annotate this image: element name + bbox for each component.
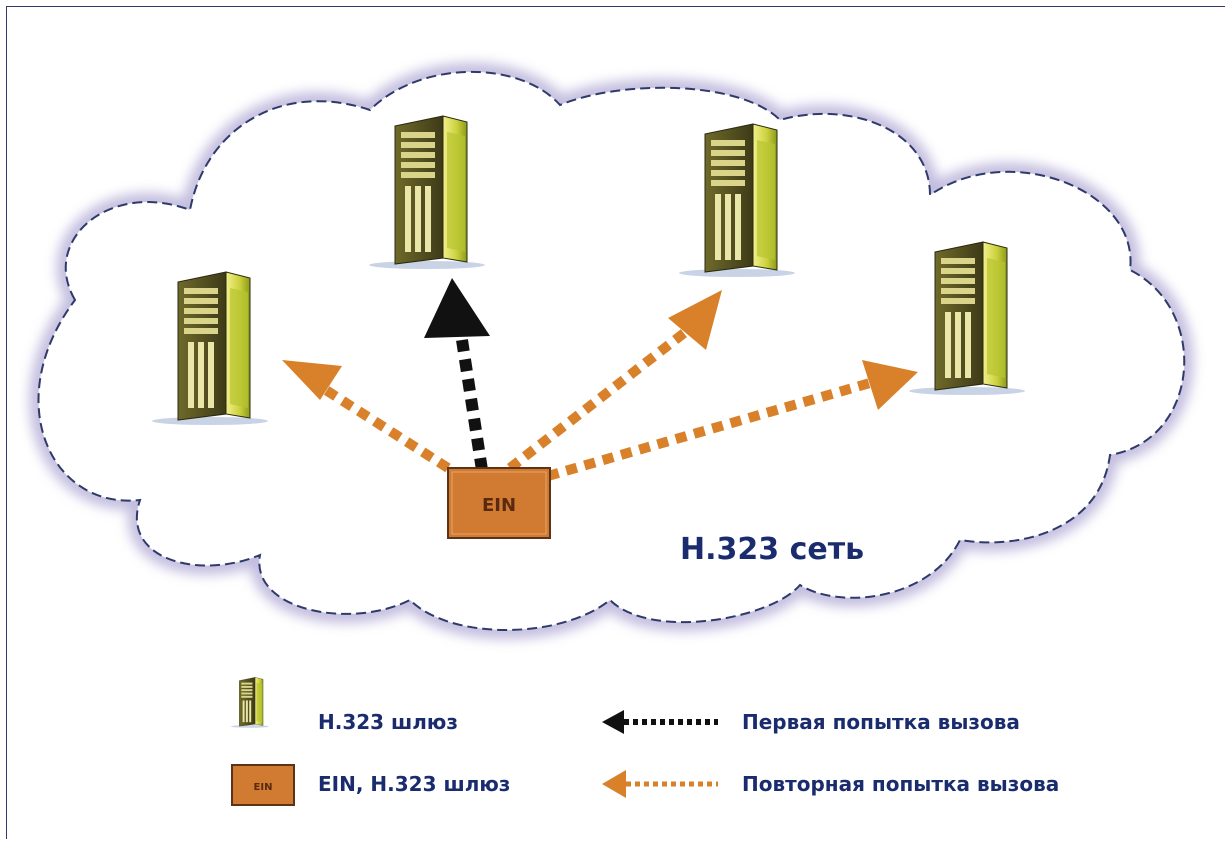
legend-gateway-label: H.323 шлюз (318, 710, 458, 734)
legend-ein-icon: EIN (231, 764, 295, 806)
first-attempt-arrow (424, 278, 490, 471)
retry-arrow-left (282, 360, 451, 473)
ein-box: EIN (447, 467, 551, 539)
ein-box-label: EIN (482, 495, 516, 516)
legend-first-attempt-label: Первая попытка вызова (742, 710, 1020, 734)
legend-retry-attempt-label: Повторная попытка вызова (742, 772, 1060, 796)
diagram-frame (6, 6, 1225, 839)
retry-arrow-right (546, 360, 918, 481)
network-label: H.323 сеть (680, 532, 865, 567)
legend-ein-gateway-label: EIN, H.323 шлюз (318, 772, 511, 796)
legend-ein-icon-label: EIN (254, 782, 273, 793)
network-cloud (29, 62, 1194, 639)
legend-first-attempt-arrow (602, 710, 718, 734)
legend-retry-arrow (602, 770, 718, 798)
retry-arrow-top-right (506, 290, 722, 472)
legend-gateway-icon (230, 677, 270, 728)
